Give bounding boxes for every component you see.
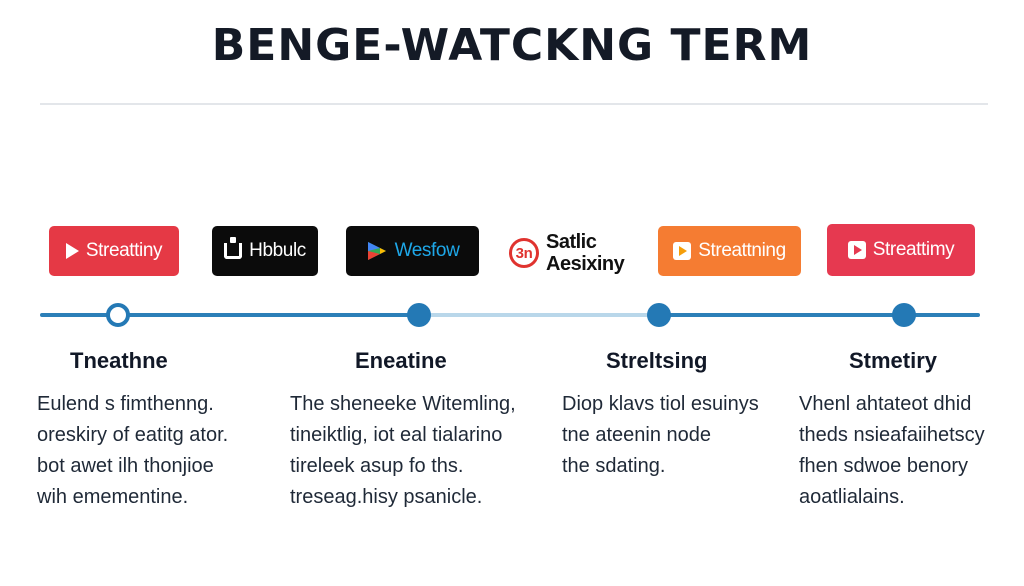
streaming-logo-5[interactable]: Streattning — [658, 226, 801, 276]
logo-line-1: Satlic — [546, 231, 597, 253]
multicolor-play-icon — [366, 241, 388, 261]
step-heading: Streltsing — [606, 348, 708, 373]
title-divider — [40, 103, 988, 105]
play-box-icon — [847, 241, 866, 259]
timeline-node-4[interactable] — [892, 303, 916, 327]
box-icon — [224, 237, 243, 259]
description-line: aoatlialains. — [799, 486, 905, 508]
logo-label: Hbbulc — [249, 240, 306, 261]
description-line: the sdating. — [562, 455, 666, 477]
logo-label: Streattiny — [85, 240, 163, 261]
step-description: The sheneeke Witemling, tineiktlig, iot … — [290, 389, 516, 513]
description-line: tne ateenin node — [562, 424, 712, 446]
description-line: oreskiry of eatitg ator. — [37, 424, 229, 446]
timeline-node-3[interactable] — [647, 303, 671, 327]
circle-badge-icon: 3n — [509, 238, 539, 268]
step-heading: Eneatine — [355, 348, 447, 373]
play-box-icon — [673, 242, 692, 260]
step-heading: Tneathne — [70, 348, 168, 373]
streaming-logo-2[interactable]: Hbbulc — [212, 226, 318, 276]
step-description: Vhenl ahtateot dhid theds nsieafaiihetsc… — [799, 389, 985, 513]
streaming-logo-3[interactable]: Wesfow — [346, 226, 479, 276]
logo-label: Wesfow — [394, 240, 460, 261]
step-heading: Stmetiry — [849, 348, 938, 373]
description-line: Eulend s fimthenng. — [37, 393, 214, 415]
timeline-segment-faint — [430, 313, 650, 317]
logo-label: Satlic Aesixiny — [546, 231, 625, 275]
step-description: Diop klavs tiol esuinys tne ateenin node… — [562, 389, 759, 482]
description-line: theds nsieafaiihetscy — [799, 424, 985, 446]
description-line: tineiktlig, iot eal tialarino — [290, 424, 503, 446]
page-title: BENGE-WATCKNG TERM — [211, 20, 813, 71]
description-line: Vhenl ahtateot dhid — [799, 393, 972, 415]
streaming-logo-6[interactable]: Streattimy — [827, 224, 975, 276]
streaming-logo-1[interactable]: Streattiny — [49, 226, 179, 276]
step-description: Eulend s fimthenng. oreskiry of eatitg a… — [37, 389, 228, 513]
streaming-logo-4[interactable]: 3n Satlic Aesixiny — [509, 228, 631, 278]
description-line: bot awet ilh thonjioe — [37, 455, 214, 477]
description-line: Diop klavs tiol esuinys — [562, 393, 759, 415]
logo-line-2: Aesixiny — [546, 253, 625, 275]
description-line: treseag.hisy psanicle. — [290, 486, 483, 508]
description-line: fhen sdwoe benory — [799, 455, 969, 477]
logo-label: Streattning — [698, 240, 786, 261]
timeline-node-2[interactable] — [407, 303, 431, 327]
timeline-node-1[interactable] — [106, 303, 130, 327]
logo-label: Streattimy — [872, 239, 955, 260]
description-line: tireleek asup fo ths. — [290, 455, 464, 477]
description-line: The sheneeke Witemling, — [290, 393, 516, 415]
play-icon — [65, 243, 79, 259]
description-line: wih emementine. — [37, 486, 189, 508]
